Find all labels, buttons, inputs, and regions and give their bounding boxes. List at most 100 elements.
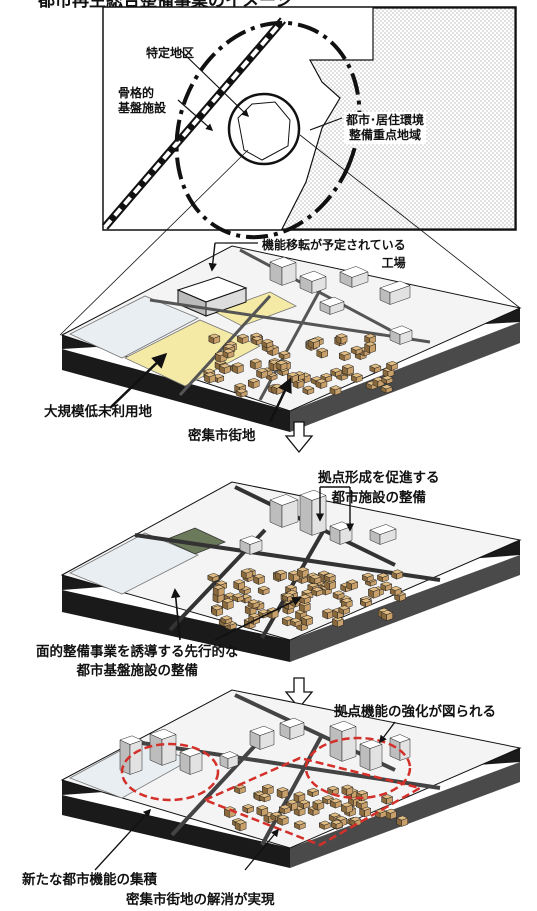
house: [376, 572, 390, 583]
house: [323, 578, 337, 591]
house: [235, 388, 248, 398]
house: [232, 579, 246, 591]
building: [339, 266, 369, 288]
house: [231, 362, 245, 375]
house: [389, 585, 402, 596]
house: [318, 820, 331, 830]
house: [367, 586, 381, 599]
building: [389, 325, 413, 345]
building: [369, 524, 397, 545]
house: [363, 333, 377, 345]
house: [247, 377, 260, 389]
stage3-block: [60, 689, 522, 868]
house: [345, 579, 359, 591]
house: [338, 605, 351, 615]
house: [361, 572, 374, 583]
building: [269, 256, 297, 286]
label-district: 特定地区: [146, 46, 195, 60]
house: [369, 363, 382, 374]
building: [269, 494, 299, 528]
house: [255, 367, 269, 379]
building: [319, 296, 345, 315]
house: [380, 581, 393, 592]
house: [335, 333, 348, 345]
house: [234, 819, 247, 832]
house: [331, 616, 345, 628]
house: [278, 804, 292, 815]
house: [249, 358, 262, 370]
house: [233, 784, 247, 795]
house: [355, 790, 369, 802]
stage1-houses: [203, 332, 399, 398]
stage3-houses: [223, 784, 409, 832]
house: [274, 569, 288, 581]
house: [251, 336, 264, 346]
house: [261, 338, 274, 349]
house: [372, 376, 385, 388]
house: [275, 360, 288, 371]
area-map: [101, 6, 517, 240]
building: [329, 720, 357, 762]
house: [323, 572, 337, 583]
label-hub-facility: 拠点形成を促進する 都市施設の整備: [318, 470, 440, 506]
building: [299, 270, 327, 294]
house: [338, 350, 351, 362]
building: [179, 747, 203, 775]
house: [276, 814, 289, 826]
house: [312, 799, 325, 811]
house: [218, 363, 232, 375]
house: [359, 598, 373, 608]
house: [278, 350, 291, 360]
house: [296, 566, 309, 579]
house: [350, 372, 363, 383]
house: [363, 341, 377, 354]
house: [238, 585, 252, 595]
house: [221, 598, 234, 610]
house: [211, 605, 224, 617]
house: [240, 568, 253, 580]
label-dense-area: 密集市街地: [188, 428, 256, 444]
label-strength: 拠点機能の強化が図られる: [334, 704, 496, 720]
house: [256, 805, 269, 817]
house: [385, 361, 399, 371]
house: [330, 819, 343, 830]
house: [220, 615, 233, 625]
house: [241, 804, 255, 814]
house: [297, 799, 311, 810]
stage1-vacant-land: [124, 319, 261, 387]
new-function-highlight: [120, 742, 220, 802]
label-new-function: 新たな都市機能の集積: [22, 872, 157, 888]
house: [316, 347, 329, 359]
house: [287, 570, 301, 582]
building: [249, 725, 275, 750]
house: [289, 617, 302, 628]
house: [302, 385, 315, 395]
house: [390, 569, 404, 580]
stage2-water: [69, 532, 199, 595]
house: [315, 378, 328, 390]
building: [279, 717, 305, 740]
house: [222, 348, 235, 359]
house: [358, 805, 372, 818]
down-arrow-2: [284, 677, 314, 710]
house: [261, 784, 275, 796]
house: [252, 573, 266, 585]
building: [239, 535, 263, 555]
house: [380, 609, 394, 622]
house: [350, 345, 363, 356]
house: [208, 333, 221, 345]
house: [308, 338, 321, 350]
house: [329, 798, 342, 809]
house: [321, 608, 335, 620]
house: [380, 384, 393, 394]
house: [311, 586, 324, 597]
house: [355, 799, 368, 810]
house: [332, 590, 345, 600]
house: [341, 784, 354, 796]
house: [329, 385, 342, 396]
house: [396, 815, 409, 827]
priority-ellipse: [174, 20, 362, 240]
house: [300, 614, 314, 627]
label-factory: 機能移転が予定されている 工場: [262, 238, 406, 270]
